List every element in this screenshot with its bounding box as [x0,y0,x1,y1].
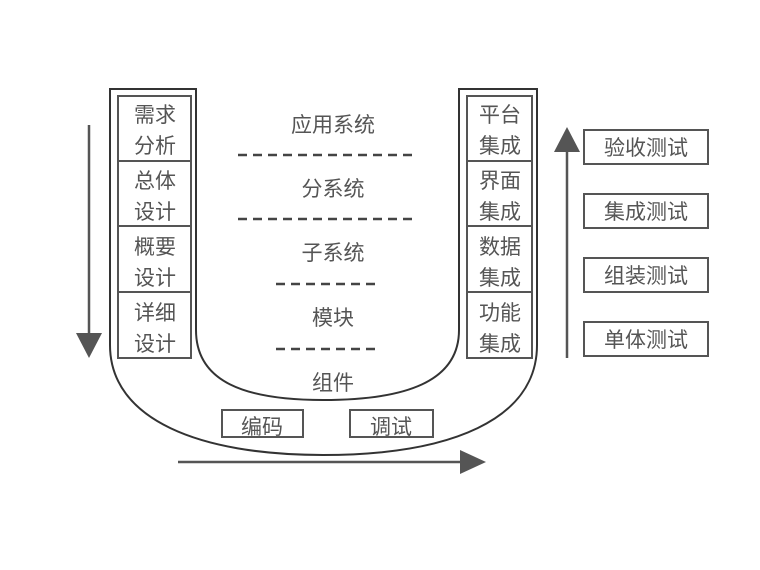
level-label: 模块 [312,306,354,330]
left-phase-column: 需求 分析 总体 设计 概要 设计 详细 设计 [117,95,192,359]
phase-label: 总体 [134,169,176,193]
right-phase-column: 平台 集成 界面 集成 数据 集成 功能 集成 [466,95,533,359]
phase-box-platform-integration [466,95,533,162]
test-box-integration [583,193,709,229]
phase-label: 平台 [479,103,521,127]
up-arrow-icon [554,127,580,358]
phase-label: 设计 [134,332,176,356]
down-arrow-icon [76,125,102,358]
phase-box-interface-integration [466,160,533,227]
coding-box [221,409,304,438]
phase-label: 详细 [134,301,176,325]
phase-label: 集成 [479,266,521,290]
level-label: 组件 [312,371,354,395]
phase-label: 分析 [134,134,176,158]
phase-label: 概要 [134,235,176,259]
phase-label: 数据 [479,235,521,259]
level-label: 子系统 [302,241,365,265]
test-box-acceptance [583,129,709,165]
phase-label: 设计 [134,200,176,224]
phase-box-overall-design [117,160,192,227]
test-label: 验收测试 [604,136,688,160]
test-label: 单体测试 [604,328,688,352]
level-label: 应用系统 [291,113,375,137]
test-box-unit [583,321,709,357]
coding-label: 编码 [241,415,283,439]
right-arrow-icon [178,450,486,474]
phase-label: 需求 [134,103,176,127]
phase-box-detail-design [117,291,192,359]
phase-label: 设计 [134,266,176,290]
phase-label: 集成 [479,200,521,224]
phase-box-function-integration [466,291,533,359]
u-shape-outline [109,88,538,457]
test-label: 集成测试 [604,200,688,224]
phase-box-data-integration [466,225,533,293]
level-label: 分系统 [302,177,365,201]
test-stages: 验收测试 集成测试 组装测试 单体测试 [583,129,709,357]
phase-label: 集成 [479,134,521,158]
debug-label: 调试 [370,415,412,439]
test-label: 组装测试 [604,264,688,288]
phase-label: 界面 [479,169,521,193]
debug-box [349,409,434,438]
system-levels: 应用系统 分系统 子系统 模块 组件 [238,113,415,395]
phase-label: 功能 [479,301,521,325]
test-box-assembly [583,257,709,293]
phase-label: 集成 [479,332,521,356]
